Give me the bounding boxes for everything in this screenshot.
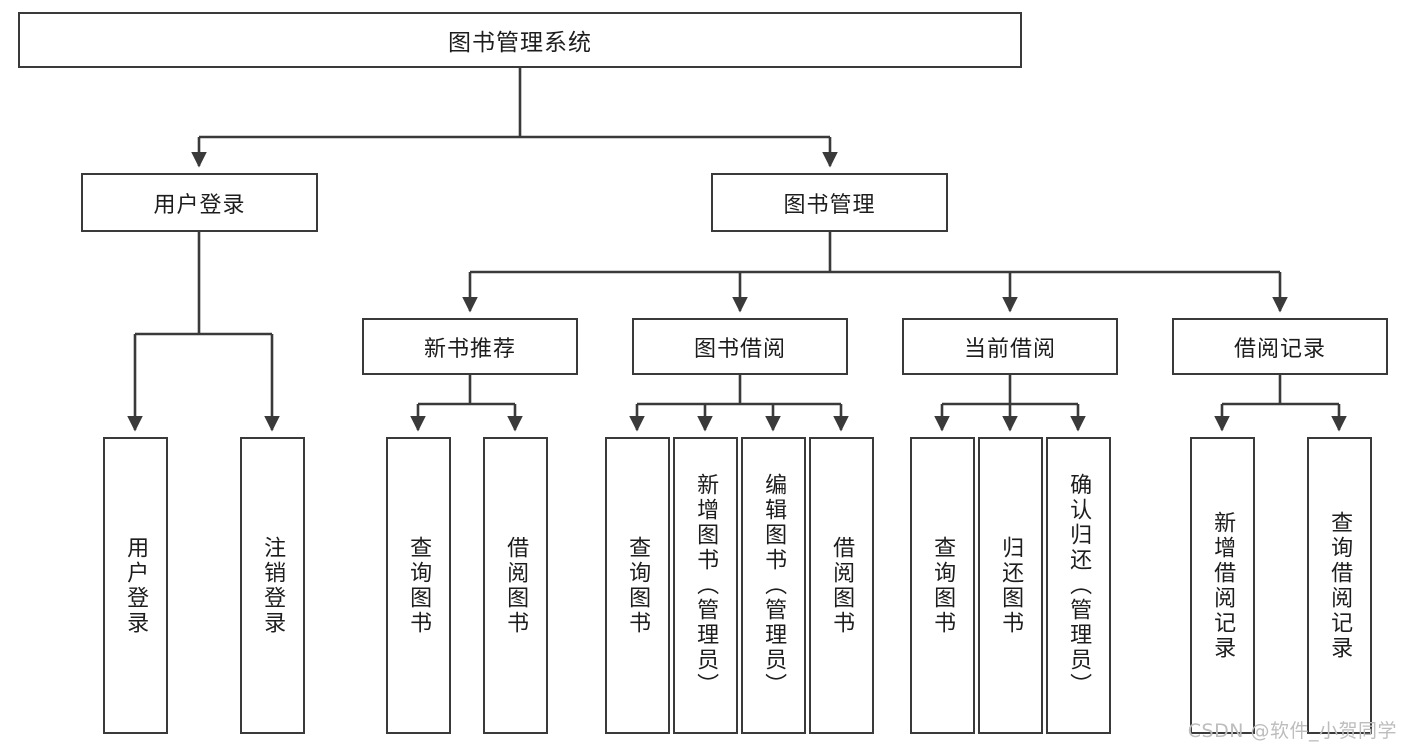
node-new-book-recommendation[interactable]: 新书推荐: [362, 318, 578, 375]
node-leaf-add-book-admin[interactable]: 新增图书（管理员）: [673, 437, 738, 734]
node-leaf-borrow-book-1[interactable]: 借阅图书: [483, 437, 548, 734]
node-leaf-add-borrow-record[interactable]: 新增借阅记录: [1190, 437, 1255, 734]
node-root[interactable]: 图书管理系统: [18, 12, 1022, 68]
node-leaf-query-book-3[interactable]: 查询图书: [910, 437, 975, 734]
node-book-manage[interactable]: 图书管理: [711, 173, 948, 232]
node-leaf-confirm-return-admin[interactable]: 确认归还（管理员）: [1046, 437, 1111, 734]
node-leaf-query-book-2[interactable]: 查询图书: [605, 437, 670, 734]
node-leaf-return-book[interactable]: 归还图书: [978, 437, 1043, 734]
node-user-login[interactable]: 用户登录: [81, 173, 318, 232]
node-current-borrow[interactable]: 当前借阅: [902, 318, 1118, 375]
node-book-borrow[interactable]: 图书借阅: [632, 318, 848, 375]
node-leaf-borrow-book-2[interactable]: 借阅图书: [809, 437, 874, 734]
node-leaf-user-login[interactable]: 用户登录: [103, 437, 168, 734]
node-leaf-query-book-1[interactable]: 查询图书: [386, 437, 451, 734]
node-leaf-logout[interactable]: 注销登录: [240, 437, 305, 734]
node-borrow-record[interactable]: 借阅记录: [1172, 318, 1388, 375]
node-leaf-query-borrow-record[interactable]: 查询借阅记录: [1307, 437, 1372, 734]
node-leaf-edit-book-admin[interactable]: 编辑图书（管理员）: [741, 437, 806, 734]
